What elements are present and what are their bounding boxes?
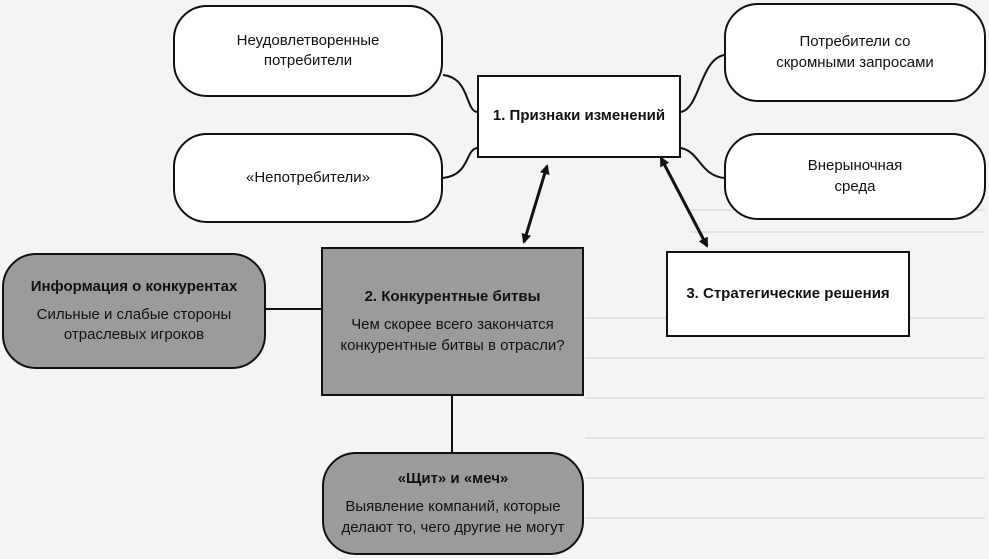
- node-competitor-text: Сильные и слабые стороны отраслевых игро…: [36, 305, 232, 344]
- node-competitor-title: Информация о конкурентах: [30, 277, 238, 295]
- node-modest-consumers: Потребители со скромными запросами: [724, 3, 986, 102]
- node-competitor-info: Информация о конкурентах Сильные и слабы…: [2, 253, 266, 369]
- node-competitive-battles: 2. Конкурентные битвы Чем скорее всего з…: [321, 247, 584, 396]
- node-unsatisfied-label: Неудовлетворенные потребители: [236, 31, 380, 69]
- node-nonconsumers: «Непотребители»: [173, 133, 443, 223]
- node-nonmarket-label: Внерыночная среда: [807, 157, 903, 195]
- connector-modest: [680, 54, 725, 113]
- node-shield-and-sword: «Щит» и «меч» Выявление компаний, которы…: [322, 452, 584, 555]
- node-signs-of-change: 1. Признаки изменений: [477, 75, 681, 158]
- node-modest-label: Потребители со скромными запросами: [776, 33, 934, 71]
- connector-unsatisfied: [442, 74, 478, 113]
- node-strategic-label: 3. Стратегические решения: [686, 284, 890, 302]
- node-shield-text: Выявление компаний, которые делают то, ч…: [341, 498, 565, 536]
- node-shield-title: «Щит» и «меч»: [397, 470, 509, 488]
- node-battles-text: Чем скорее всего закончатся конкурентные…: [340, 316, 565, 354]
- connector-nonconsumers: [442, 147, 478, 179]
- connector-nonmarket: [680, 147, 725, 179]
- arrow-signs-battles: [521, 164, 550, 244]
- node-nonmarket-environment: Внерыночная среда: [724, 133, 986, 220]
- arrow-signs-strategic: [659, 156, 709, 248]
- node-signs-label: 1. Признаки изменений: [492, 107, 666, 125]
- node-battles-title: 2. Конкурентные битвы: [364, 288, 541, 306]
- node-nonconsumers-label: «Непотребители»: [245, 168, 371, 186]
- node-unsatisfied-consumers: Неудовлетворенные потребители: [173, 5, 443, 97]
- node-strategic-decisions: 3. Стратегические решения: [666, 251, 910, 337]
